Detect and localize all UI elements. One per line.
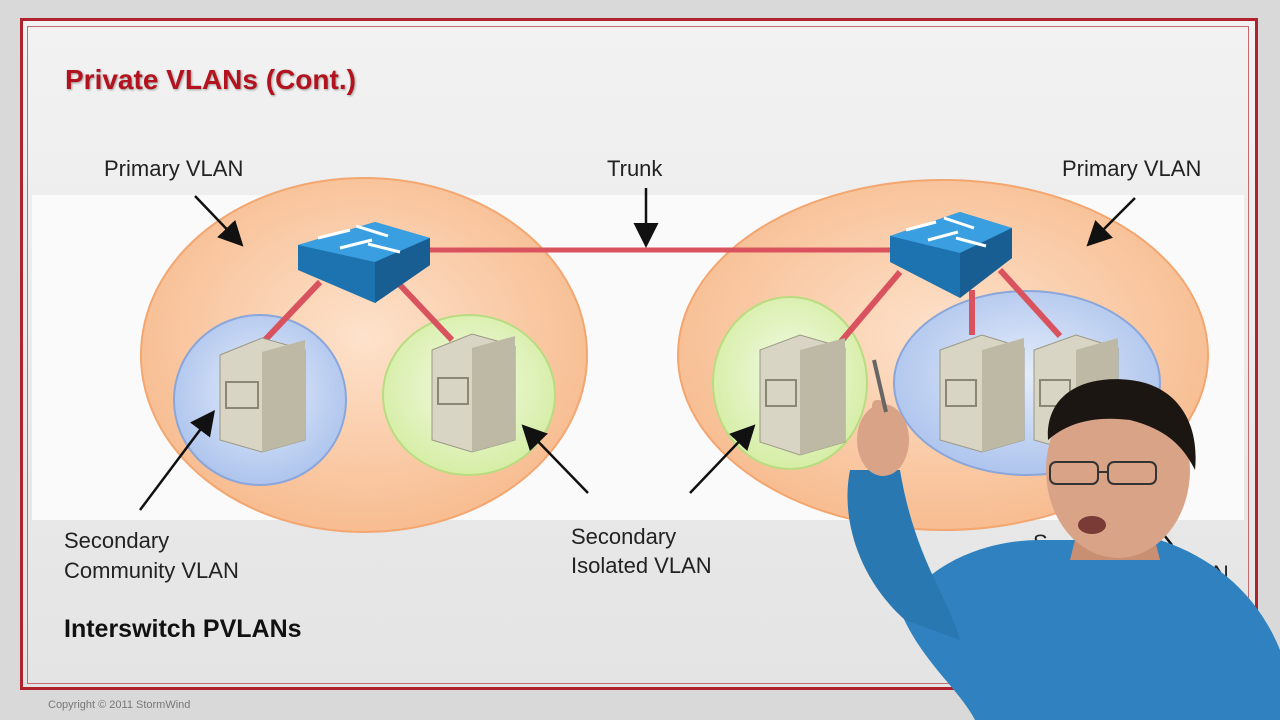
label-primary-vlan-right: Primary VLAN: [1062, 156, 1202, 181]
arrow-primary-right: [1086, 197, 1136, 247]
label-community-line1: Secondary: [64, 528, 170, 553]
label-isolated-line2: Isolated VLAN: [571, 553, 712, 578]
arrow-isolated-right: [689, 424, 756, 494]
label-isolated-line1: Secondary: [571, 524, 677, 549]
slide-subtitle: Interswitch PVLANs: [64, 615, 302, 643]
server-community-left-icon: [219, 337, 306, 453]
presenter-figure: [847, 359, 1280, 720]
switch-right-icon: [890, 212, 1012, 298]
label-trunk: Trunk: [607, 156, 663, 181]
server-isolated-left-icon: [431, 333, 516, 453]
switch-left-icon: [298, 222, 430, 303]
link-switch-right-to-isolated: [835, 270, 903, 347]
label-community-line2: Community VLAN: [64, 558, 239, 583]
slide-title: Private VLANs (Cont.): [65, 64, 356, 95]
server-community-right-1-icon: [939, 334, 1025, 453]
link-switch-left-to-community: [262, 279, 323, 343]
server-isolated-right-icon: [759, 334, 846, 456]
link-switch-right-to-community-2: [997, 267, 1063, 339]
copyright-notice: Copyright © 2011 StormWind: [48, 699, 191, 711]
label-primary-vlan-left: Primary VLAN: [104, 156, 244, 181]
link-switch-left-to-isolated: [397, 282, 455, 343]
arrow-community-left: [139, 410, 215, 511]
arrow-isolated-left: [521, 424, 589, 494]
arrow-primary-left: [194, 195, 244, 247]
slide-inner-frame: [27, 26, 1249, 684]
